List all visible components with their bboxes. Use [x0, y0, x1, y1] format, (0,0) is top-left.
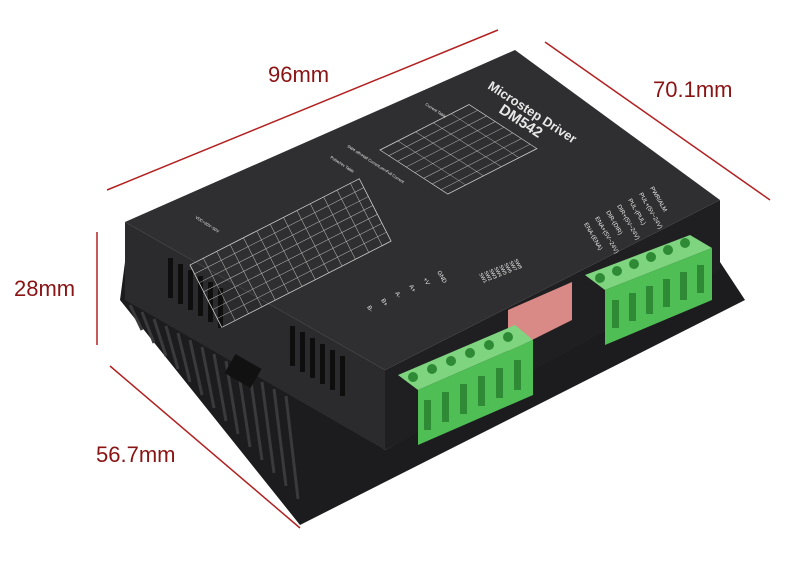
terminal-screw[interactable] — [465, 348, 475, 358]
switch-label: SW6 — [502, 262, 513, 275]
dimension-length: 96mm — [268, 62, 329, 87]
power-terminal-label: A- — [393, 291, 401, 299]
switch-label: SW8 — [512, 258, 523, 271]
terminal-screw[interactable] — [446, 356, 456, 366]
dimension-lines — [96, 29, 771, 529]
power-terminal-label: B+ — [379, 298, 388, 308]
terminal-screw[interactable] — [595, 273, 605, 283]
power-terminal-label: B- — [365, 305, 373, 313]
terminal-screw[interactable] — [484, 340, 494, 350]
terminal-screw[interactable] — [629, 259, 639, 269]
vent-slots-left — [168, 258, 345, 396]
switch-label: SW3 — [487, 268, 498, 281]
power-terminal-block[interactable] — [398, 325, 533, 445]
dimension-width: 70.1mm — [653, 77, 732, 102]
dimension-height: 28mm — [14, 276, 75, 301]
terminal-screw[interactable] — [646, 252, 656, 262]
signal-terminal-block[interactable] — [585, 235, 712, 345]
switch-label: SW4 — [492, 266, 503, 279]
terminal-screw[interactable] — [680, 238, 690, 248]
switch-label: SW5 — [497, 264, 508, 277]
terminal-screw[interactable] — [408, 372, 418, 382]
current-table — [379, 104, 538, 195]
terminal-screw[interactable] — [612, 266, 622, 276]
switch-label: SW1 — [477, 272, 488, 285]
body-top-face — [125, 50, 720, 370]
dimension-depth: 56.7mm — [96, 442, 175, 467]
switch-label: SW2 — [482, 270, 493, 283]
power-terminal-label: A+ — [407, 284, 416, 294]
power-terminal-label: +V — [421, 277, 430, 287]
terminal-screw[interactable] — [663, 245, 673, 255]
terminal-screw[interactable] — [503, 332, 513, 342]
terminal-screw[interactable] — [427, 364, 437, 374]
heatsink — [120, 262, 745, 525]
mounting-clip — [224, 353, 262, 389]
pulse-table — [189, 178, 392, 328]
switch-label: SW7 — [507, 260, 518, 273]
